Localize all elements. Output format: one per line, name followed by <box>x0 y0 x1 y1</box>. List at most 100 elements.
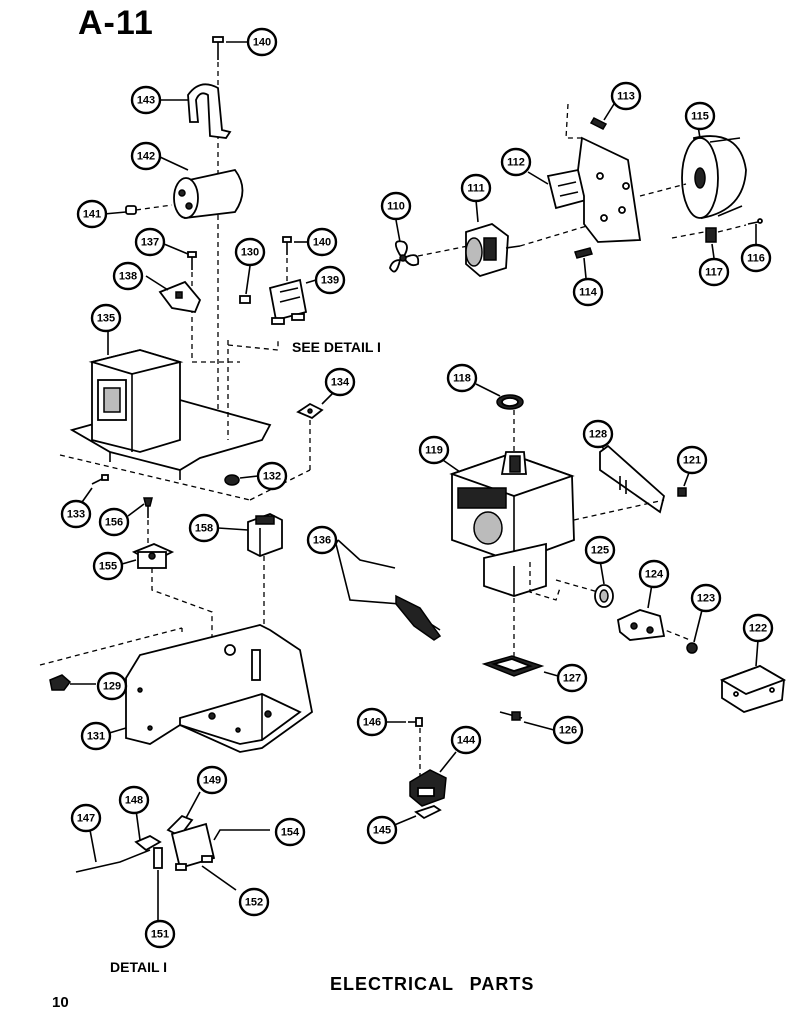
relay-158 <box>247 513 283 557</box>
callout-number: 140 <box>253 37 271 49</box>
callout-112: 112 <box>500 147 532 177</box>
callout-number: 140 <box>313 237 331 249</box>
terminal-148 <box>134 834 162 852</box>
magnetron-119 <box>449 451 575 597</box>
switch-138 <box>158 280 202 314</box>
callout-141: 141 <box>76 199 108 229</box>
screw-140-mid <box>282 236 292 282</box>
dashed-guides-left <box>59 340 311 501</box>
capacitor-142 <box>173 168 244 219</box>
screw-126 <box>499 711 523 721</box>
callout-number: 137 <box>141 237 159 249</box>
callout-125: 125 <box>584 535 616 565</box>
callout-circle <box>324 367 356 397</box>
callout-number: 138 <box>119 271 137 283</box>
callout-circle <box>450 725 482 755</box>
fan-motor-plate <box>577 136 642 243</box>
callout-circle <box>742 613 774 643</box>
callout-138: 138 <box>112 261 144 291</box>
callout-111: 111 <box>460 173 492 203</box>
callout-circle <box>306 227 338 257</box>
callout-number: 155 <box>99 561 117 573</box>
wire-136 <box>335 539 442 641</box>
callout-117: 117 <box>698 257 730 287</box>
screw-137 <box>187 251 197 270</box>
callout-circle <box>460 173 492 203</box>
bracket-128-upper <box>599 444 666 514</box>
callout-number: 118 <box>453 373 471 385</box>
nut-123 <box>686 642 698 654</box>
callout-number: 158 <box>195 523 213 535</box>
callout-number: 135 <box>97 313 115 325</box>
callout-147: 147 <box>70 803 102 833</box>
thermal-protector-125 <box>594 584 614 608</box>
callout-135: 135 <box>90 303 122 333</box>
callout-number: 144 <box>457 735 476 747</box>
callout-number: 156 <box>105 517 123 529</box>
callout-circle <box>610 81 642 111</box>
callout-circle <box>274 817 306 847</box>
callout-number: 126 <box>559 725 577 737</box>
callout-number: 134 <box>331 377 350 389</box>
callout-circle <box>572 277 604 307</box>
wire-147 <box>75 849 151 873</box>
callout-number: 116 <box>747 253 765 265</box>
callout-132: 132 <box>256 461 288 491</box>
page-caption: ELECTRICAL PARTS <box>330 974 535 994</box>
callout-number: 112 <box>507 157 525 169</box>
callout-124: 124 <box>638 559 670 589</box>
callout-circle <box>380 191 412 221</box>
callout-129: 129 <box>96 671 128 701</box>
callout-114: 114 <box>572 277 604 307</box>
clip-141 <box>125 204 173 215</box>
callout-circle <box>306 525 338 555</box>
callout-number: 122 <box>749 623 767 635</box>
callout-layer: 1401431421411371381301401391351341321331… <box>60 27 774 949</box>
thermal-cutout-155 <box>131 543 175 569</box>
callout-number: 139 <box>321 275 339 287</box>
callout-circle <box>130 141 162 171</box>
callout-number: 132 <box>263 471 281 483</box>
switch-144 <box>409 769 447 807</box>
callout-circle <box>446 363 478 393</box>
callout-circle <box>740 243 772 273</box>
callout-number: 127 <box>563 673 581 685</box>
callout-circle <box>112 261 144 291</box>
callout-circle <box>356 707 388 737</box>
fan-wheel-115 <box>681 135 747 220</box>
callout-circle <box>582 419 614 449</box>
callout-155: 155 <box>92 551 124 581</box>
callout-128: 128 <box>582 419 614 449</box>
callout-circle <box>690 583 722 613</box>
callout-number: 115 <box>691 111 709 123</box>
callout-154: 154 <box>274 817 306 847</box>
callout-circle <box>418 435 450 465</box>
callout-156: 156 <box>98 507 130 537</box>
bracket-124 <box>616 609 666 641</box>
callout-circle <box>60 499 92 529</box>
callout-number: 117 <box>705 267 723 279</box>
callout-119: 119 <box>418 435 450 465</box>
callout-121: 121 <box>676 445 708 475</box>
callout-158: 158 <box>188 513 220 543</box>
callout-number: 129 <box>103 681 121 693</box>
callout-circle <box>80 721 112 751</box>
callout-circle <box>76 199 108 229</box>
callout-number: 121 <box>683 455 701 467</box>
callout-circle <box>118 785 150 815</box>
gasket-118 <box>496 394 524 410</box>
callout-circle <box>134 227 166 257</box>
callout-number: 141 <box>83 209 101 221</box>
see-detail-label: SEE DETAIL I <box>292 339 381 355</box>
callout-circle <box>698 257 730 287</box>
callout-number: 148 <box>125 795 143 807</box>
callout-circle <box>366 815 398 845</box>
gasket-127 <box>481 655 545 677</box>
callout-110: 110 <box>380 191 412 221</box>
screw-146 <box>408 717 423 727</box>
callout-113: 113 <box>610 81 642 111</box>
callout-number: 113 <box>617 91 635 103</box>
callout-number: 142 <box>137 151 155 163</box>
callout-number: 111 <box>467 183 484 195</box>
mounting-bracket-131 <box>125 624 313 753</box>
